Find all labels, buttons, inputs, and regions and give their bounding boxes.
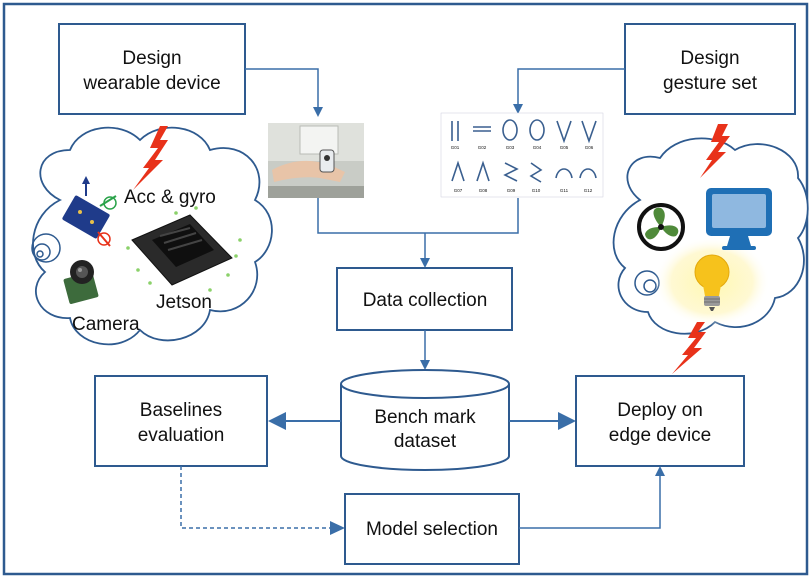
benchmark-line2: dataset: [394, 431, 457, 452]
design-wearable-box: Design wearable device: [58, 23, 246, 115]
monitor-icon: [706, 188, 772, 250]
design-gesture-line1: Design: [680, 48, 739, 69]
arrow-to-deploy-head: [558, 412, 576, 430]
gesture-code-g08: G08: [479, 188, 488, 193]
gesture-code-g07: G07: [454, 188, 463, 193]
gesture-code-g02: G02: [478, 145, 487, 150]
gesture-code-g12: G12: [584, 188, 593, 193]
design-gesture-box: Design gesture set: [624, 23, 796, 115]
lightning-left-icon: [133, 126, 168, 190]
camera-module-icon: [63, 260, 99, 304]
lightning-deploy-icon: [672, 322, 706, 374]
gesture-code-g06: G06: [585, 145, 594, 150]
dashed-baselines-to-model: [180, 466, 338, 529]
data-collection-label: Data collection: [363, 290, 488, 311]
gesture-code-g05: G05: [560, 145, 569, 150]
baselines-line2: evaluation: [138, 425, 225, 446]
gesture-code-g03: G03: [506, 145, 515, 150]
acc-gyro-label: Acc & gyro: [124, 187, 216, 208]
arrow-wearable-to-photo: [245, 68, 323, 117]
baselines-line1: Baselines: [140, 400, 222, 421]
deploy-edge-box: Deploy on edge device: [575, 375, 745, 467]
lightning-top-right-icon: [700, 124, 730, 178]
light-bulb-icon: [694, 254, 730, 311]
fan-icon: [637, 203, 685, 251]
arrow-model-to-deploy: [519, 466, 665, 529]
outer-frame: [2, 2, 809, 576]
baselines-evaluation-box: Baselines evaluation: [94, 375, 268, 467]
jetson-label: Jetson: [156, 292, 212, 313]
dashed-arrow-head: [330, 521, 345, 535]
gesture-code-g10: G10: [532, 188, 541, 193]
benchmark-line1: Bench mark: [374, 407, 476, 428]
design-gesture-line2: gesture set: [663, 73, 758, 94]
gesture-code-g04: G04: [533, 145, 542, 150]
gesture-code-g11: G11: [560, 188, 569, 193]
deploy-line1: Deploy on: [617, 400, 703, 421]
deploy-line2: edge device: [609, 425, 711, 446]
wrist-device-photo: [268, 123, 364, 198]
benchmark-dataset-cylinder: Bench mark dataset: [340, 369, 510, 471]
camera-label: Camera: [72, 314, 140, 335]
design-wearable-line1: Design: [122, 48, 181, 69]
arrow-to-baselines-head: [268, 412, 286, 430]
model-selection-label: Model selection: [366, 519, 498, 540]
data-collection-box: Data collection: [336, 267, 513, 331]
jetson-board-icon: [126, 206, 242, 292]
gesture-set-grid: G01 G02 G03 G04 G05 G06 G07 G08 G09 G10 …: [440, 112, 604, 198]
arrow-gesture-to-grid: [513, 68, 625, 114]
design-wearable-line2: wearable device: [82, 73, 220, 94]
gesture-code-g09: G09: [507, 188, 516, 193]
merge-line: [317, 198, 519, 234]
model-selection-box: Model selection: [344, 493, 520, 565]
imu-sensor-icon: [62, 176, 117, 247]
gesture-code-g01: G01: [451, 145, 460, 150]
